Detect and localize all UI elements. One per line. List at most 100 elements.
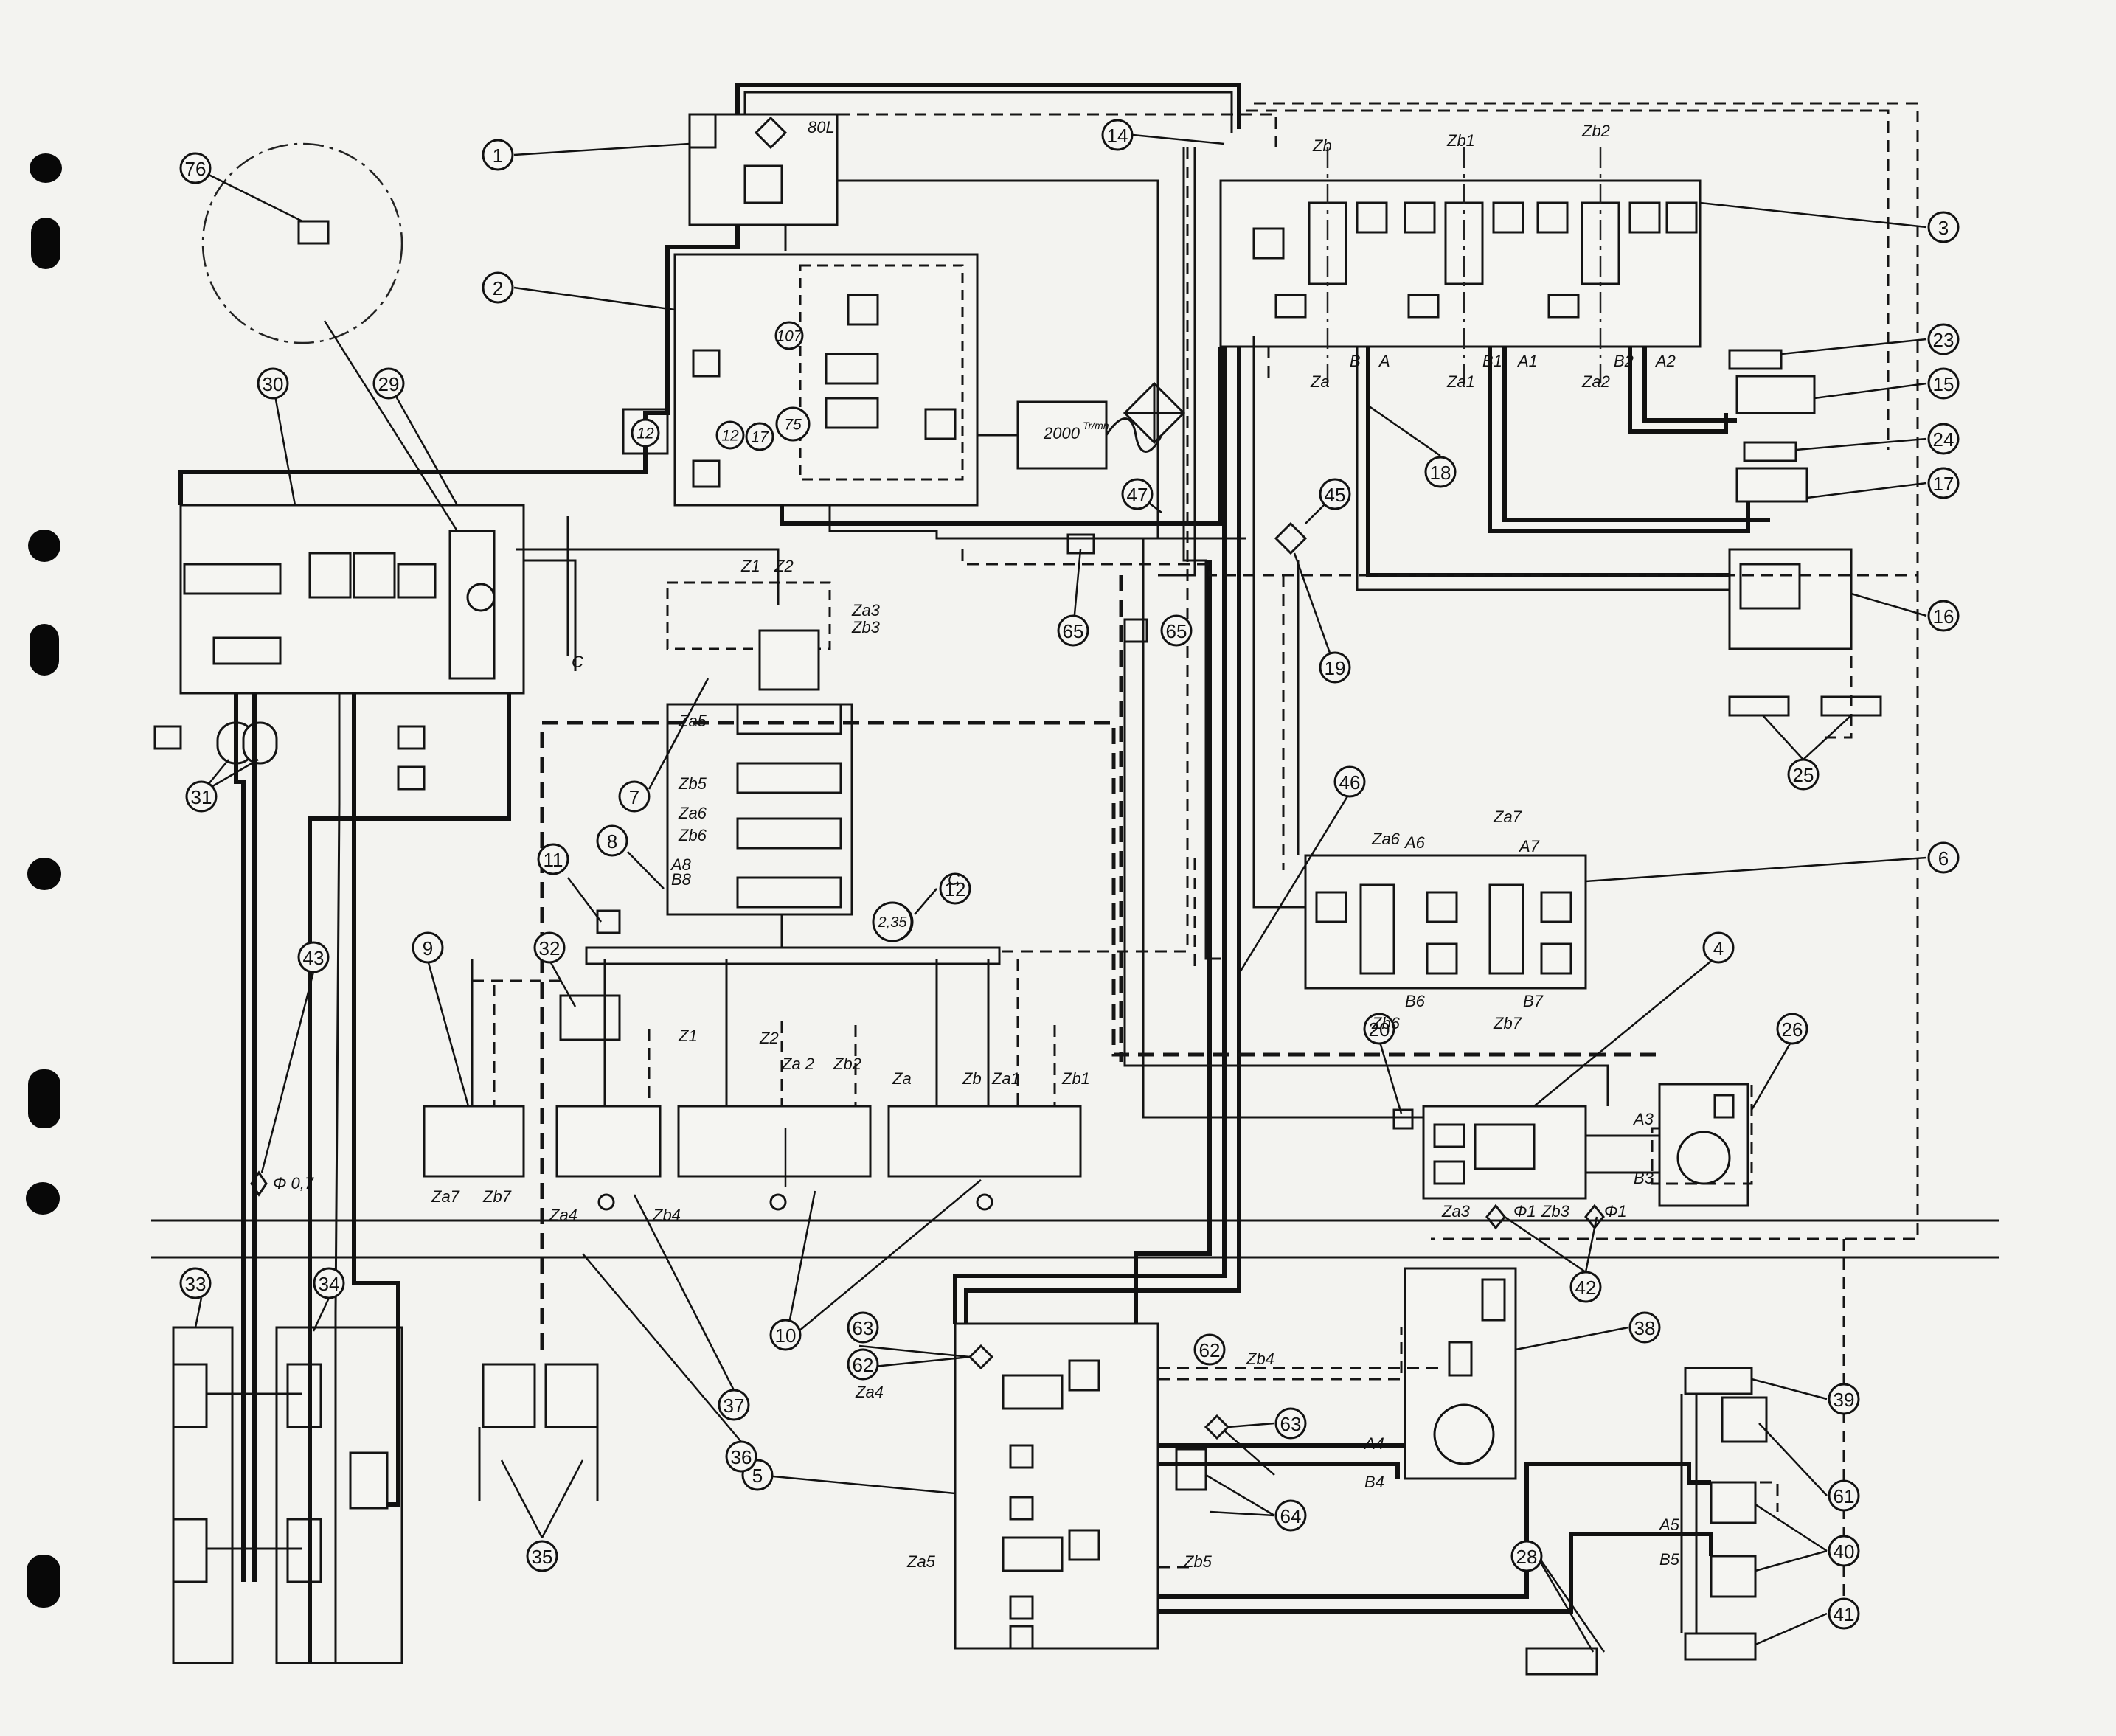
pipe bbox=[334, 693, 341, 1663]
relief-valve bbox=[1009, 1496, 1034, 1521]
callout-number: 1 bbox=[493, 145, 503, 167]
check-valve-62 bbox=[968, 1344, 994, 1370]
port-label: Zb3 bbox=[851, 618, 881, 636]
callout-c17: 17 bbox=[1927, 467, 1960, 499]
pressure-valve bbox=[758, 629, 820, 691]
check-valve bbox=[1665, 201, 1698, 234]
spool-section bbox=[1002, 1536, 1064, 1572]
pilot-line bbox=[1246, 109, 1890, 450]
port-label: Za1 bbox=[991, 1069, 1020, 1088]
valve-symbol bbox=[1315, 891, 1347, 923]
callout-c37: 37 bbox=[718, 1389, 750, 1421]
leader-line bbox=[1209, 1510, 1275, 1517]
pipe bbox=[964, 347, 1241, 1324]
port-label: Zb5 bbox=[1183, 1552, 1213, 1571]
gauge-circle bbox=[774, 321, 804, 350]
pressure-switch bbox=[397, 765, 426, 791]
check-valve-62b bbox=[1204, 1414, 1230, 1440]
port-label: C bbox=[948, 870, 960, 889]
callout-circle bbox=[1828, 1535, 1860, 1567]
check-valve bbox=[1536, 201, 1569, 234]
symbol-s17: 17 bbox=[745, 422, 774, 451]
port-label: Z1 bbox=[678, 1027, 698, 1045]
leader-line bbox=[1293, 552, 1336, 668]
valve-symbol bbox=[924, 408, 957, 440]
callout-number: 65 bbox=[1166, 620, 1187, 642]
pilot-line bbox=[1651, 1084, 1753, 1185]
callout-number: 10 bbox=[775, 1324, 797, 1347]
gauge-circle bbox=[715, 420, 745, 450]
callout-number: 32 bbox=[539, 937, 561, 959]
leader-line bbox=[582, 1253, 742, 1442]
callout-circle bbox=[533, 931, 566, 964]
leader-line bbox=[1504, 1215, 1586, 1274]
callout-number: 40 bbox=[1834, 1541, 1855, 1563]
binder-hole bbox=[28, 530, 60, 562]
callout-c76: 76 bbox=[179, 152, 212, 184]
hydraulic-motor bbox=[1433, 1403, 1495, 1465]
pipe bbox=[1356, 347, 1730, 591]
leader-line bbox=[1515, 1326, 1629, 1351]
leader-line bbox=[1755, 1503, 1828, 1552]
port-label: Tr/mn bbox=[1083, 420, 1109, 431]
port-label: 80L bbox=[808, 118, 835, 136]
valve-32 bbox=[559, 994, 621, 1041]
valve-symbol bbox=[1433, 1160, 1465, 1185]
valve-symbol bbox=[1448, 1341, 1473, 1377]
callout-number: 18 bbox=[1430, 462, 1451, 484]
callout-circle bbox=[526, 1540, 558, 1572]
port-label: Zb6 bbox=[1371, 1014, 1401, 1032]
port-label: A2 bbox=[1654, 352, 1676, 370]
callout-number: 37 bbox=[724, 1395, 745, 1417]
orifice-42a bbox=[1485, 1204, 1506, 1230]
callout-number: 14 bbox=[1107, 125, 1128, 147]
pipe bbox=[1123, 642, 1609, 1106]
pilot-line bbox=[819, 113, 1277, 147]
callout-number: 39 bbox=[1834, 1389, 1855, 1411]
brake-frame-34 bbox=[275, 1326, 403, 1664]
callout-c64: 64 bbox=[1274, 1499, 1307, 1532]
check-valve-45 bbox=[1274, 521, 1308, 555]
port-label: Za7 bbox=[431, 1187, 460, 1206]
callout-number: 7 bbox=[629, 786, 639, 808]
leader-line bbox=[1699, 201, 1927, 229]
pilot-line bbox=[1158, 1327, 1403, 1381]
pilot-valve-35a bbox=[482, 1363, 536, 1428]
callout-c29: 29 bbox=[372, 367, 405, 400]
callout-number: 45 bbox=[1325, 484, 1346, 506]
callout-number: 63 bbox=[853, 1317, 874, 1339]
gauge-value: 75 bbox=[784, 417, 802, 434]
port-label: A1 bbox=[1516, 352, 1538, 370]
leader-line bbox=[1850, 592, 1927, 617]
pipe bbox=[1252, 347, 1305, 909]
callout-c65: 65 bbox=[1057, 614, 1089, 647]
port-label: Zb1 bbox=[1446, 131, 1475, 150]
port-label: Φ1 bbox=[1513, 1202, 1536, 1221]
pilot-line bbox=[540, 721, 1659, 1350]
leader-line bbox=[513, 286, 676, 311]
callout-number: 19 bbox=[1325, 657, 1346, 679]
callout-number: 63 bbox=[1280, 1413, 1302, 1435]
pilot-block-10a bbox=[677, 1105, 872, 1178]
cylinder-39 bbox=[1684, 1367, 1753, 1395]
port-label: B1 bbox=[1482, 352, 1502, 370]
valve-17 bbox=[1735, 467, 1808, 503]
callout-circle bbox=[1927, 423, 1960, 455]
leader-line bbox=[567, 877, 602, 923]
callout-c36: 36 bbox=[725, 1440, 757, 1473]
valve-symbol bbox=[397, 563, 437, 599]
leader-line bbox=[426, 959, 470, 1107]
valve-symbol bbox=[308, 552, 352, 599]
port-label: B4 bbox=[1364, 1473, 1384, 1491]
binder-hole bbox=[30, 624, 59, 676]
cylinder-41 bbox=[1684, 1632, 1757, 1661]
check-valve bbox=[1426, 942, 1458, 975]
leader-line bbox=[387, 383, 459, 506]
port-label: Za 2 bbox=[781, 1055, 814, 1073]
motor-38-group bbox=[1404, 1267, 1517, 1480]
callout-circle bbox=[537, 843, 569, 875]
port-label: Za4 bbox=[855, 1383, 884, 1401]
callout-number: 3 bbox=[1938, 217, 1949, 239]
leader-line bbox=[548, 959, 577, 1007]
port-label: B6 bbox=[1405, 992, 1426, 1010]
